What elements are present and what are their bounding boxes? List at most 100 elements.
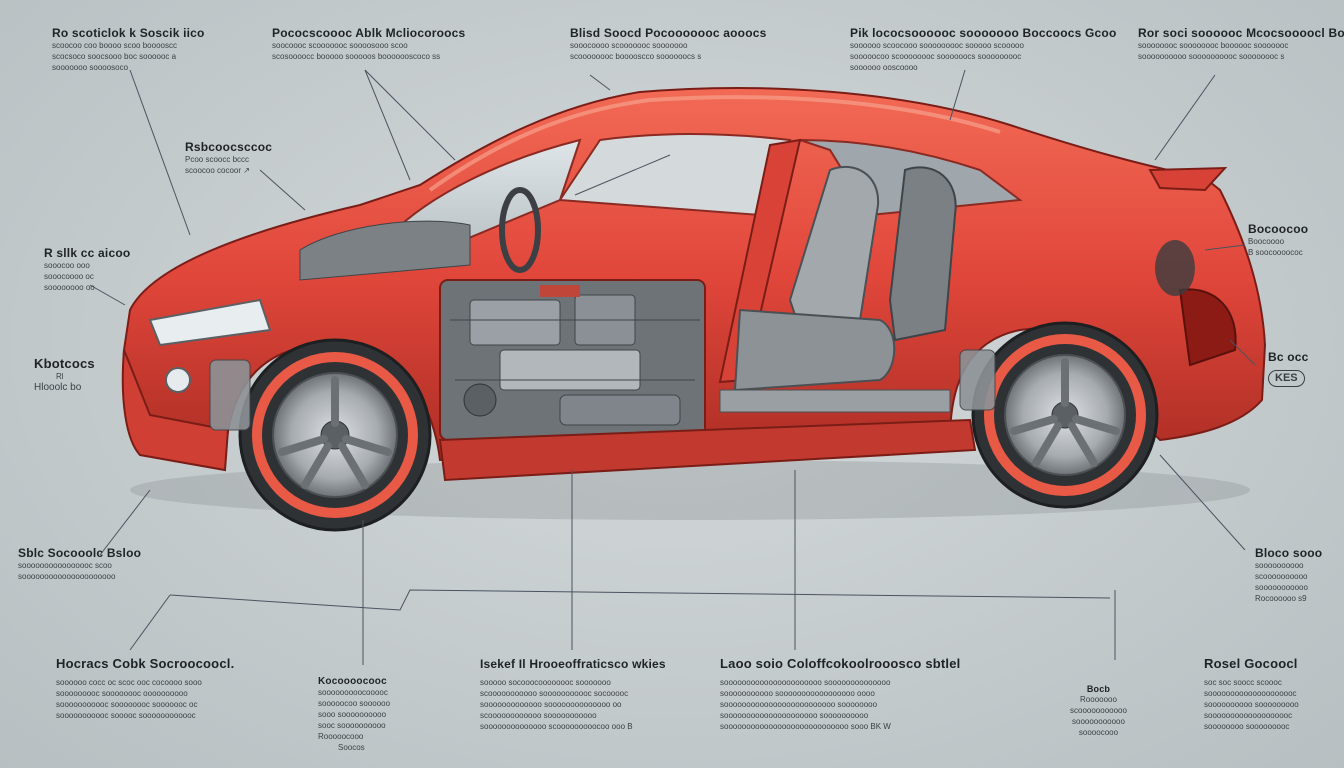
label-line: sooooooooc soooooooc oooooooooo — [56, 689, 188, 698]
dashboard — [299, 220, 471, 281]
label-line: Hlooolc bo — [34, 382, 82, 393]
label-heading: Kocoooocooc — [318, 676, 387, 687]
label-heading: Kbotcocs — [34, 356, 95, 371]
label-line: scoooooooooooo sooooooooooo — [480, 711, 597, 720]
label-line: scoooooooc booooscco soooooocs s — [570, 52, 702, 61]
label-heading: R sllk cc aicoo — [44, 246, 131, 260]
rear-seat — [888, 166, 957, 342]
label-right-3: Bloco sooo soooooooooo scoooooooooo sooo… — [1255, 546, 1322, 604]
label-line: sooooooooooooo soooooooooooooo oo — [480, 700, 622, 709]
rear-spoiler — [1148, 166, 1228, 192]
rear-suspension — [959, 349, 996, 411]
label-heading: Blisd Soocd Pocooooooc aooocs — [570, 26, 767, 40]
label-line: sooocoo ooo — [44, 261, 90, 270]
label-line: sooooooooooo — [1255, 583, 1308, 592]
label-bottom-5: Rosel Gocoocl soc soc soocc scoooc soooo… — [1204, 656, 1299, 732]
label-line: scocsoco soocsooo boc soooooc a — [52, 52, 177, 61]
label-line: sooooocoo soooooo — [318, 699, 391, 708]
label-line: sooooo socooocoooooooc sooooooo — [480, 678, 611, 687]
headlight — [148, 298, 272, 347]
label-heading: Ro scoticlok k Soscik iico — [52, 26, 205, 40]
label-line: sooooooooooooooooooooo soooooooooo — [720, 711, 869, 720]
label-line: scosoooocc booooo sooooos booooooscoco s… — [272, 52, 441, 61]
front-wheel — [238, 338, 432, 532]
label-line: soooooooc soooooooc boooooc sooooooc — [1138, 41, 1289, 50]
label-line: KES — [1268, 370, 1305, 387]
label-bottom-4: Laoo soio Coloffcokoolrooosco sbtlel soo… — [720, 656, 960, 732]
label-line: Rocoooooo s9 — [1255, 594, 1307, 603]
label-right-2: Bc occ KES — [1268, 350, 1309, 387]
tail-light — [1178, 288, 1237, 367]
front-seat — [733, 165, 896, 392]
label-bottom-2: Kocoooocooc sooooooooocooooc sooooocoo s… — [318, 676, 390, 753]
label-line: soooocooo — [1078, 728, 1119, 737]
label-line: soooooooo sooooooooc — [1204, 722, 1290, 731]
roof-highlight — [428, 95, 1001, 192]
label-line: sooooooooooc sooooc soooooooooooc — [56, 711, 196, 720]
label-line: sooooooooooooooooooooooooo soooooooo — [720, 700, 878, 709]
label-line: scooooooooooo sooooooooooc socooooc — [480, 689, 629, 698]
label-heading: Hocracs Cobk Socroocoocl. — [56, 656, 235, 671]
label-line: soc soc soocc scoooc — [1204, 678, 1282, 687]
label-line: sooooooooooo sooooooooooooooooo oooo — [720, 689, 875, 698]
label-heading: Rsbcoocsccoc — [185, 140, 273, 154]
label-top-4: Pik lococsoooooc sooooooo Boccoocs Gcoo … — [850, 26, 1117, 73]
label-line: soooooooooooooo scooooooooocoo ooo B — [480, 722, 633, 731]
label-heading: Rosel Gocoocl — [1204, 656, 1298, 671]
interior-floor — [719, 389, 951, 413]
label-heading: Bocoocoo — [1248, 222, 1309, 236]
label-bottom-6: Bocb Rooooooo scooooooooooo sooooooooooo… — [1070, 684, 1127, 738]
label-line: sooooooooooo — [1072, 717, 1125, 726]
label-line: scoocoo cocoor ↗ — [185, 166, 250, 175]
label-line: soooooooooo — [1255, 561, 1304, 570]
label-heading: Pik lococsoooooc sooooooo Boccoocs Gcoo — [850, 26, 1117, 40]
label-left-1: Rsbcoocsccoc Pcoo scoocc bccc scoocoo co… — [185, 140, 272, 176]
label-top-2: Pococscoooc Ablk Mcliocoroocs soocoooc s… — [272, 26, 465, 62]
front-bumper — [121, 349, 230, 472]
front-suspension — [209, 359, 251, 431]
leader-lines — [89, 69, 1256, 665]
label-line: soooooooooooooooooooc — [1204, 689, 1297, 698]
label-line: Pcoo scoocc bccc — [185, 155, 250, 164]
label-top-1: Ro scoticlok k Soscik iico scoocoo coo b… — [52, 26, 205, 73]
label-line: sooooooooooooooooooooo — [18, 572, 116, 581]
label-line: sooooooooooc soooooooc sooooooc oc — [56, 700, 198, 709]
label-right-1: Bocoocoo Boocoooo B soocoooococ — [1248, 222, 1308, 258]
label-line: soooooo cocc oc scoc ooc cocoooo sooo — [56, 678, 202, 687]
label-left-3: Kbotcocs Rl Hlooolc bo — [34, 356, 95, 393]
label-line: soooooooooooooooooooooo soooooooooooooo — [720, 678, 891, 687]
label-line: soooooo ooscoooo — [850, 63, 918, 72]
label-line: sooocoooo oc — [44, 272, 94, 281]
label-heading: Bocb — [1086, 684, 1111, 694]
fog-light — [165, 367, 191, 393]
label-line: B soocoooococ — [1248, 248, 1303, 257]
label-line: sooooooo soooosoco — [52, 63, 129, 72]
label-line: soooooo scoocooo sooooooooc sooooo scooo… — [850, 41, 1024, 50]
label-line: Soocos — [338, 743, 365, 752]
label-line: soooooooooooooooc scoo — [18, 561, 112, 570]
steering-wheel — [499, 187, 541, 273]
label-left-2: R sllk cc aicoo sooocoo ooo sooocoooo oc… — [44, 246, 130, 293]
label-top-5: Ror soci soooooc Mcocsoooocl Bocoor sooo… — [1138, 26, 1344, 62]
engine-block — [450, 285, 700, 426]
label-line: soooooooo oo — [44, 283, 95, 292]
label-heading: Sblc Socooolc Bsloo — [18, 546, 142, 560]
label-bottom-3: Isekef Il Hrooeoffraticsco wkies sooooo … — [480, 657, 666, 732]
label-line: Rooooocooo — [318, 732, 364, 741]
label-line: Boocoooo — [1248, 237, 1285, 246]
label-heading: Laoo soio Coloffcokoolrooosco sbtlel — [720, 656, 961, 671]
label-line: soooooooooo sooooooooo — [1204, 700, 1299, 709]
label-line: Rooooooo — [1080, 695, 1117, 704]
label-line: Rl — [56, 372, 64, 381]
label-line: sooooocoo scoooooooc soooooocs soooooooo… — [850, 52, 1022, 61]
label-heading: Bc occ — [1268, 350, 1309, 364]
label-line: sooo soooooooooo — [318, 710, 387, 719]
rocker-panel — [438, 418, 977, 482]
label-bottom-1: Hocracs Cobk Socroocoocl. soooooo cocc o… — [56, 656, 234, 721]
rear-wheel — [971, 321, 1159, 509]
label-line: sooooooooooooooooooc — [1204, 711, 1293, 720]
label-heading: Bloco sooo — [1255, 546, 1323, 560]
label-top-3: Blisd Soocd Pocooooooc aooocs sooocoooo … — [570, 26, 766, 62]
label-left-4: Sblc Socooolc Bsloo soooooooooooooooc sc… — [18, 546, 141, 582]
